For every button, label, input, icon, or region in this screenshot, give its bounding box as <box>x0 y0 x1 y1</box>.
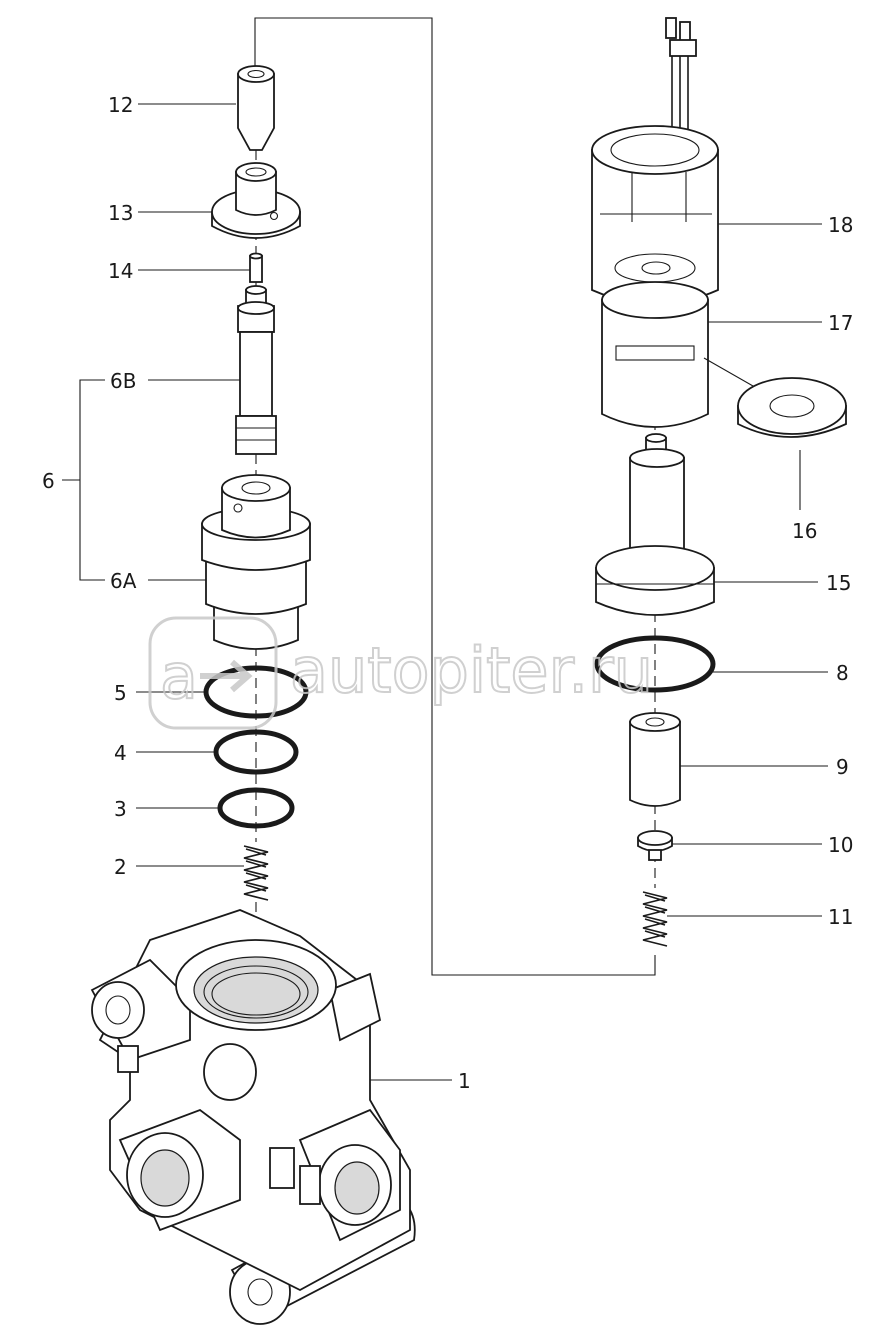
part-16-leader-hint <box>703 357 761 391</box>
part-9-sleeve <box>629 712 681 807</box>
callout-16: 16 <box>792 519 817 543</box>
callout-12: 12 <box>108 93 133 117</box>
part-14-small-pin <box>249 252 263 283</box>
leader-lines <box>62 103 828 1081</box>
part-10-valve-disc <box>637 830 673 861</box>
a-arrow-logo-icon <box>200 659 253 693</box>
callout-9: 9 <box>836 755 849 779</box>
part-15-plunger-flange <box>595 433 715 616</box>
part-1-valve-housing <box>90 909 416 1325</box>
assembly-path-line <box>254 17 656 976</box>
part-17-coil-body <box>601 281 709 428</box>
callout-6b: 6B <box>110 369 136 393</box>
callout-10: 10 <box>828 833 853 857</box>
part-12-nozzle-pin <box>237 65 275 151</box>
callout-15: 15 <box>826 571 851 595</box>
part-13-flange-seat <box>211 162 301 239</box>
part-11-spring <box>642 888 668 950</box>
part-6a-valve-piston <box>201 474 311 650</box>
watermark: a autopiter.ru <box>148 616 654 730</box>
callout-17: 17 <box>828 311 853 335</box>
watermark-logo-frame <box>148 616 278 730</box>
part-2-spring <box>243 842 269 901</box>
part-8-o-ring <box>594 635 716 693</box>
part-6b-stem <box>235 285 277 455</box>
callout-13: 13 <box>108 201 133 225</box>
callout-6: 6 <box>42 469 55 493</box>
callout-18: 18 <box>828 213 853 237</box>
part-18-solenoid-coil <box>591 17 719 305</box>
watermark-text: autopiter.ru <box>290 634 653 707</box>
callout-1: 1 <box>458 1069 471 1093</box>
callout-labels: 12 13 14 6B 6 6A 5 4 3 2 1 18 17 16 15 8… <box>42 93 853 1093</box>
callout-5: 5 <box>114 681 127 705</box>
callout-14: 14 <box>108 259 133 283</box>
part-16-washer <box>737 377 847 438</box>
callout-4: 4 <box>114 741 127 765</box>
callout-8: 8 <box>836 661 849 685</box>
callout-3: 3 <box>114 797 127 821</box>
callout-2: 2 <box>114 855 127 879</box>
callout-6a: 6A <box>110 569 137 593</box>
callout-11: 11 <box>828 905 853 929</box>
watermark-logo-glyph: a <box>160 640 198 713</box>
